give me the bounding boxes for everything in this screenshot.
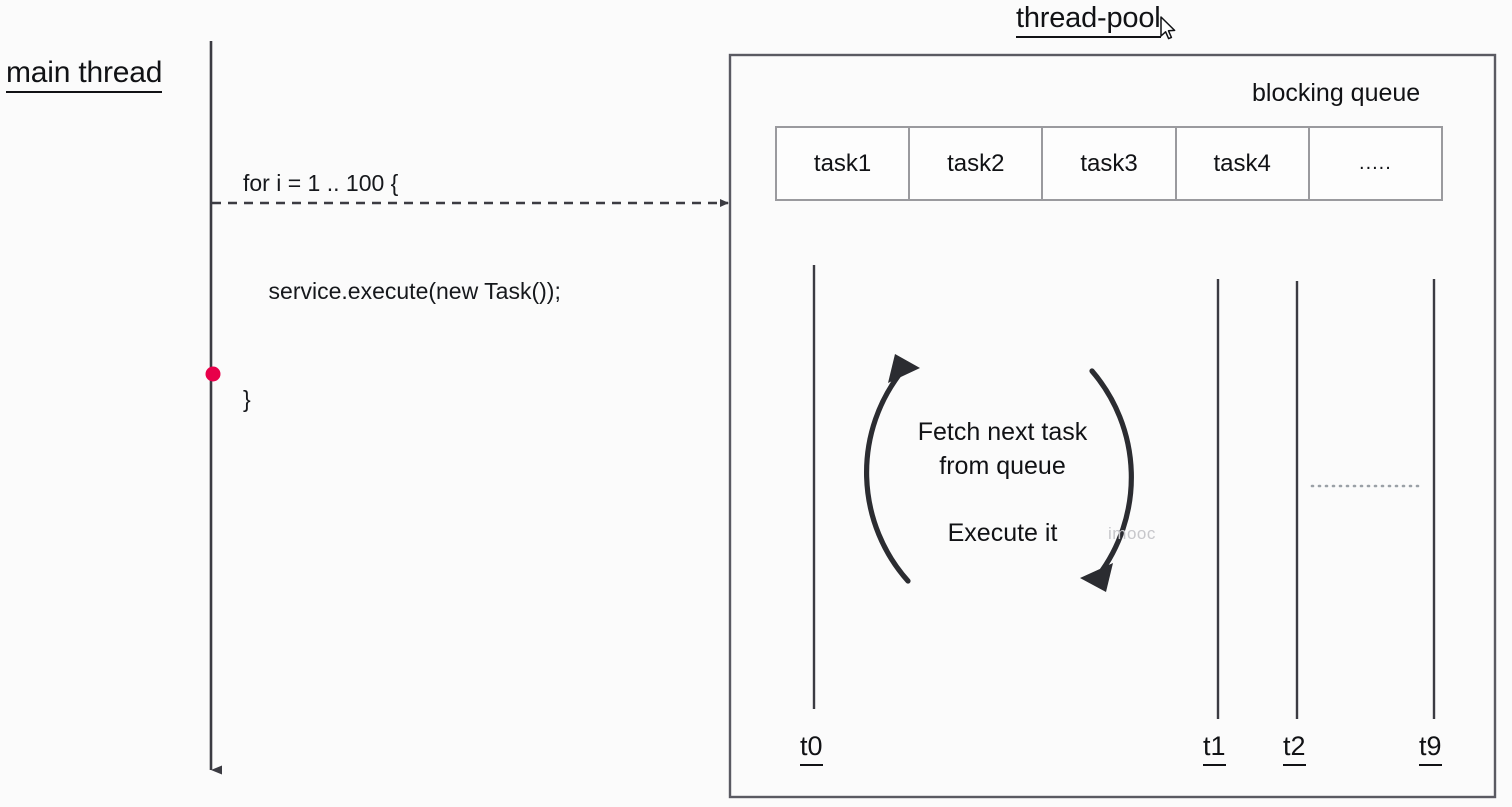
code-line-1: for i = 1 .. 100 { (243, 170, 399, 196)
blocking-queue-label: blocking queue (1252, 79, 1421, 107)
mouse-pointer-icon (1160, 16, 1176, 40)
main-thread-label: main thread (6, 58, 162, 93)
code-line-3: } (243, 386, 251, 412)
loop-fetch-line-2: from queue (939, 452, 1066, 480)
circular-arrow-head-top (888, 354, 920, 383)
red-dot-icon (205, 366, 221, 382)
queue-cell-task3: task3 (1043, 128, 1177, 199)
code-line-2: service.execute(new Task()); (243, 278, 561, 304)
thread-label-t1: t1 (1203, 731, 1226, 766)
thread-label-t2: t2 (1283, 731, 1306, 766)
loop-fetch-line-1: Fetch next task (917, 418, 1088, 446)
blocking-queue-table: task1 task2 task3 task4 ..... (775, 126, 1443, 201)
queue-cell-task2: task2 (910, 128, 1044, 199)
watermark-label: imooc (1108, 524, 1156, 543)
queue-cell-task4: task4 (1177, 128, 1310, 199)
loop-fetch-text: Fetch next task from queue (860, 415, 1145, 483)
page-title: thread-pool (1016, 4, 1161, 38)
queue-cell-ellipsis: ..... (1359, 152, 1392, 174)
loop-execute-text: Execute it (947, 519, 1058, 547)
code-snippet: for i = 1 .. 100 { service.execute(new T… (243, 93, 561, 489)
thread-label-t9: t9 (1419, 731, 1442, 766)
queue-cell-task1: task1 (777, 128, 911, 199)
thread-label-t0: t0 (800, 731, 823, 766)
circular-arrow-head-bottom (1080, 563, 1113, 592)
